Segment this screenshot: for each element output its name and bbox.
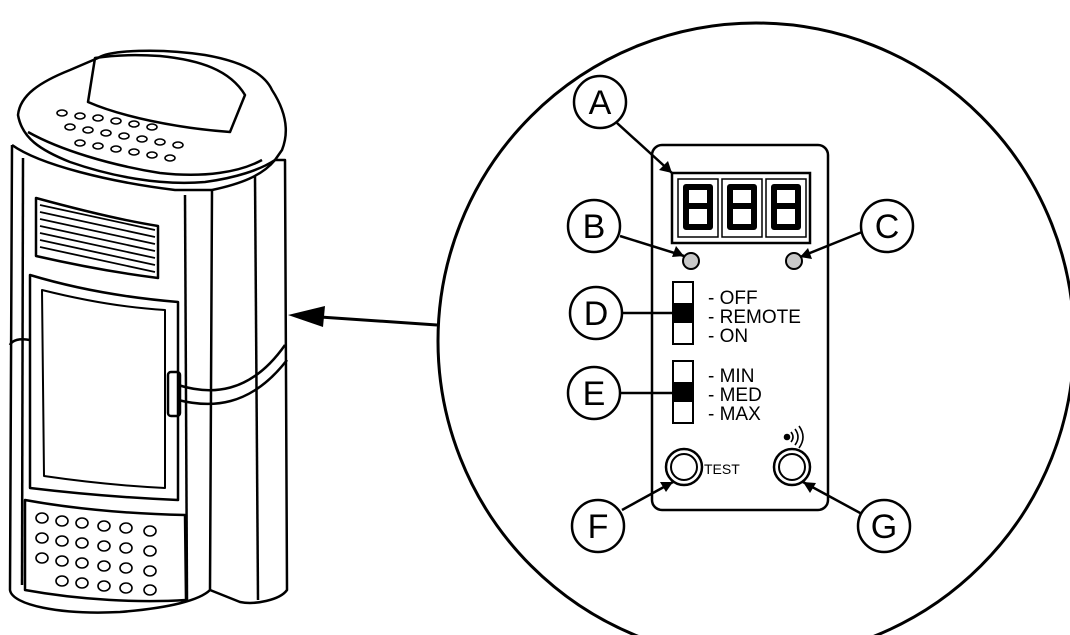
power-switch-knob[interactable]: [673, 303, 693, 323]
digital-display: [670, 171, 812, 245]
bottom-vent-holes: [35, 512, 157, 596]
svg-text:C: C: [875, 208, 900, 246]
fan-speed-switch[interactable]: [672, 360, 694, 424]
power-option-remote: - REMOTE: [708, 307, 801, 328]
stove-top: [16, 49, 288, 185]
test-button-label: TEST: [704, 461, 740, 477]
callout-c: C: [859, 198, 915, 254]
remote-pairing-button[interactable]: [772, 447, 812, 487]
svg-text:A: A: [589, 84, 612, 122]
svg-text:D: D: [584, 295, 609, 333]
display-digit-1: [683, 184, 713, 230]
door-handle: [166, 370, 182, 418]
callout-b: B: [566, 198, 622, 254]
fan-switch-knob[interactable]: [673, 382, 693, 402]
stove-door: [28, 273, 180, 502]
power-option-on: - ON: [708, 326, 748, 347]
top-vent-holes: [56, 109, 184, 162]
fan-option-min: - MIN: [708, 366, 754, 387]
stove-body: [8, 144, 214, 614]
panel-plate: [650, 143, 830, 512]
indicator-led-c: [785, 252, 803, 270]
wireless-signal-icon: [783, 425, 804, 449]
svg-text:B: B: [583, 208, 606, 246]
callout-g: G: [856, 498, 912, 554]
magnifier-circle: [436, 21, 1070, 635]
svg-text:G: G: [871, 508, 897, 546]
air-grille: [34, 196, 160, 280]
fan-option-med: - MED: [708, 385, 762, 406]
power-option-off: - OFF: [708, 288, 758, 309]
callout-a: A: [572, 74, 628, 130]
callout-d: D: [568, 285, 624, 341]
display-digit-3: [771, 184, 801, 230]
control-panel: - OFF - REMOTE - ON - MIN - MED - MAX TE…: [650, 143, 830, 512]
svg-text:E: E: [583, 375, 606, 413]
callout-f: F: [570, 498, 626, 554]
glass-window: [41, 289, 166, 489]
display-digit-2: [727, 184, 757, 230]
test-button[interactable]: [664, 447, 704, 487]
svg-text:F: F: [588, 508, 609, 546]
power-mode-switch[interactable]: [672, 281, 694, 345]
pointer-arrow: [288, 306, 438, 327]
fan-option-max: - MAX: [708, 404, 761, 425]
indicator-led-b: [682, 252, 700, 270]
callout-e: E: [566, 365, 622, 421]
pellet-stove: [8, 49, 289, 614]
